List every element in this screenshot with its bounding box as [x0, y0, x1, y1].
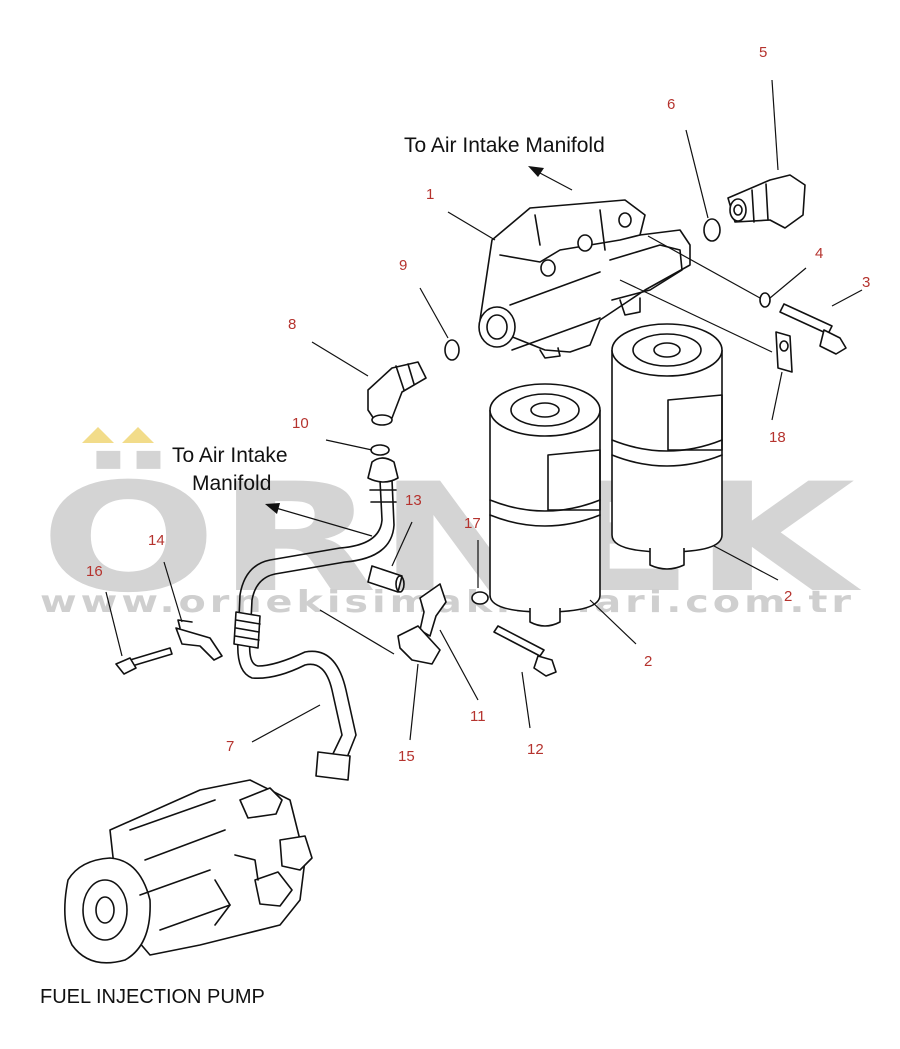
callout-8: 8 [288, 316, 296, 333]
o-ring-10 [370, 444, 390, 456]
label-air-intake-top: To Air Intake Manifold [404, 134, 605, 157]
bolt-12 [493, 625, 557, 677]
callout-3: 3 [862, 274, 870, 291]
callout-12: 12 [527, 741, 544, 758]
flow-arrow-top [528, 166, 573, 191]
callout-13: 13 [405, 492, 422, 509]
bolt-3 [779, 303, 847, 355]
callout-18: 18 [769, 429, 786, 446]
elbow-fitting-8 [367, 361, 427, 426]
callouts: 1 2 2 3 4 5 6 7 8 9 10 11 12 13 14 15 16… [86, 44, 870, 765]
label-air-intake-left-2: Manifold [192, 472, 271, 495]
bracket-18 [775, 331, 793, 373]
elbow-fitting-5 [727, 174, 806, 229]
callout-10: 10 [292, 415, 309, 432]
callout-11: 11 [470, 708, 486, 725]
fuel-filter-right [611, 323, 723, 570]
callout-16: 16 [86, 563, 103, 580]
leader-lines [105, 79, 863, 743]
watermark-url: www.ornekisimakinalari.com.tr [40, 585, 855, 620]
callout-6: 6 [667, 96, 675, 113]
callout-2-right: 2 [784, 588, 792, 605]
callout-9: 9 [399, 257, 407, 274]
callout-17: 17 [464, 515, 481, 532]
callout-14: 14 [148, 532, 165, 549]
bracket-11 [419, 583, 447, 637]
washer-4 [759, 292, 771, 308]
callout-1: 1 [426, 186, 434, 203]
clip-15 [397, 625, 441, 665]
o-ring-9 [444, 339, 460, 361]
label-fuel-injection-pump: FUEL INJECTION PUMP [40, 986, 265, 1008]
fuel-line-7 [233, 457, 399, 781]
clip-14 [175, 619, 223, 661]
o-ring-6 [703, 218, 721, 242]
callout-15: 15 [398, 748, 415, 765]
callout-4: 4 [815, 245, 823, 262]
watermark-brand: ÖRNEK [40, 450, 862, 626]
flow-arrow-left [265, 503, 373, 537]
fuel-filter-left [489, 383, 601, 627]
fuel-injection-pump [64, 779, 313, 964]
label-air-intake-left-1: To Air Intake [172, 444, 288, 467]
watermark-accent [82, 427, 154, 443]
sleeve-13 [367, 565, 405, 593]
callout-5: 5 [759, 44, 767, 61]
washer-17 [471, 591, 489, 605]
callout-2-left: 2 [644, 653, 652, 670]
bolt-16 [115, 647, 173, 675]
watermark: ÖRNEK www.ornekisimakinalari.com.tr [40, 427, 862, 626]
callout-7: 7 [226, 738, 234, 755]
